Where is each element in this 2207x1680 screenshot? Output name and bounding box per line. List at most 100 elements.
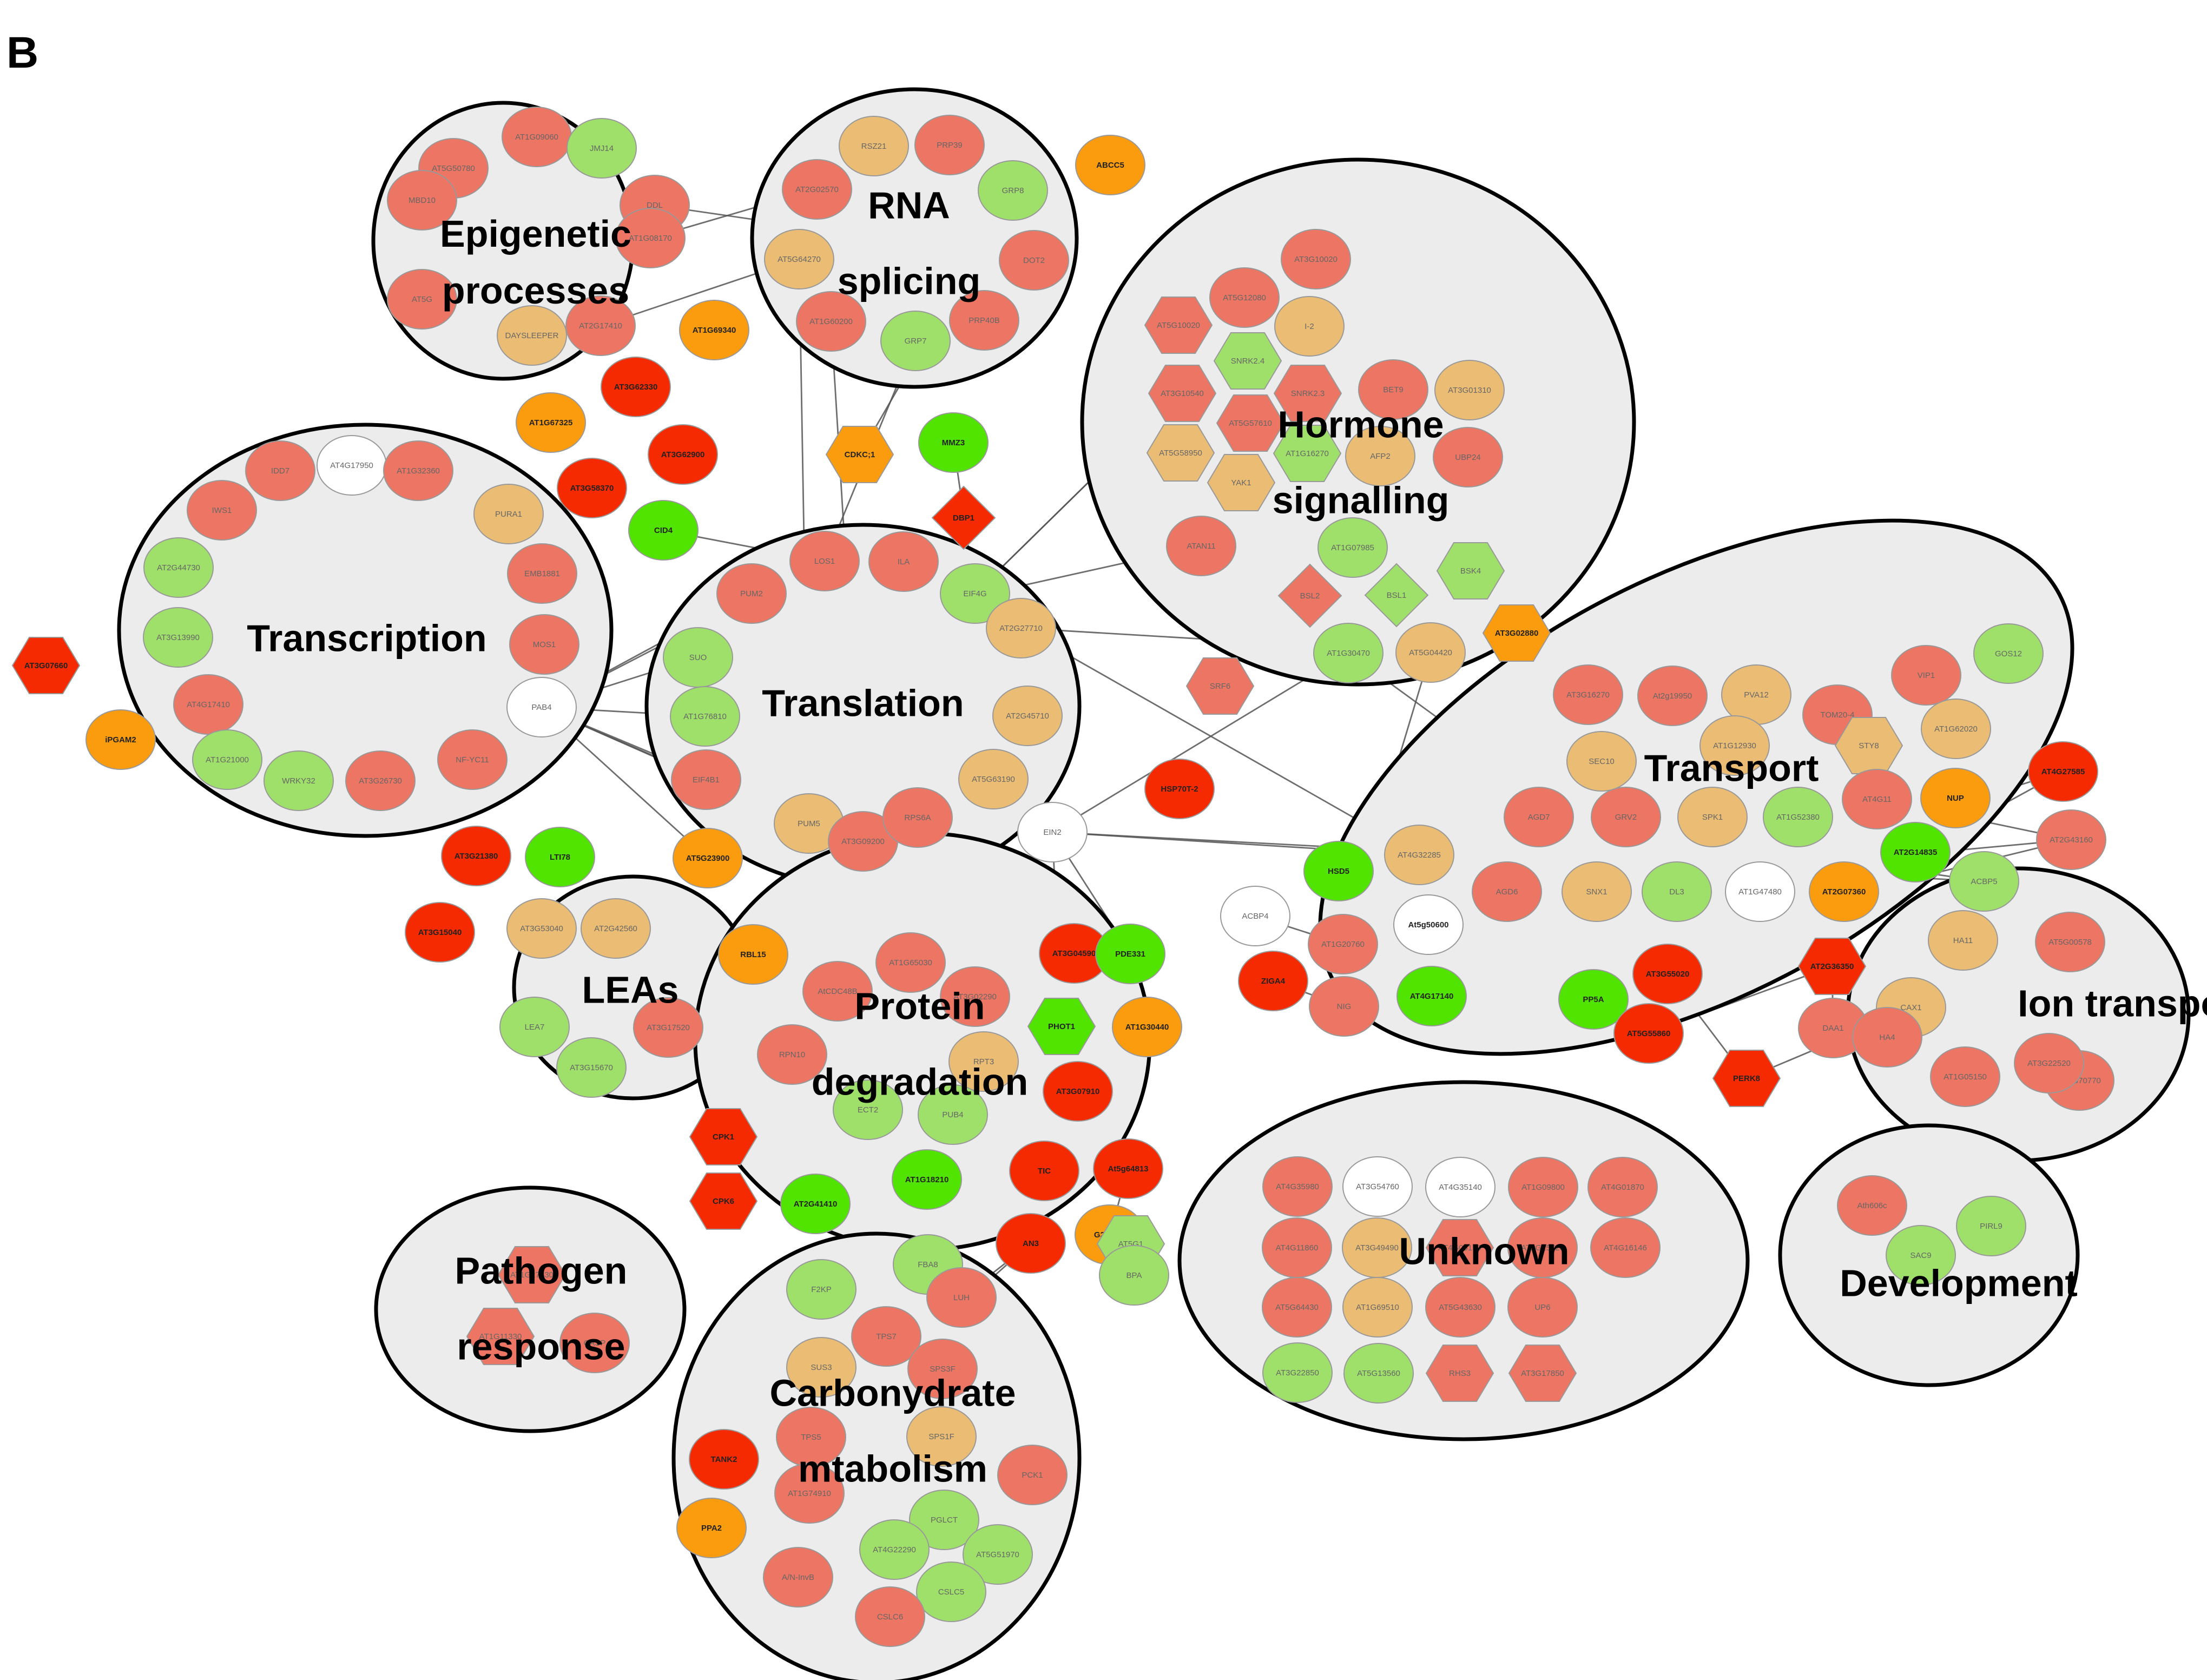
gene-label: AT1G08170 [629, 234, 672, 243]
gene-label: ZIGA4 [1261, 977, 1286, 986]
gene-node [789, 531, 860, 591]
gene-node [931, 485, 996, 550]
gene-label: CPK6 [713, 1197, 734, 1206]
gene-node [997, 1445, 1068, 1505]
gene-label: ACBP4 [1242, 912, 1268, 921]
gene-node [1273, 365, 1342, 422]
gene-node [1809, 861, 1879, 922]
gene-node [1017, 802, 1088, 862]
gene-label: ILA [898, 557, 910, 566]
gene-node [1921, 699, 1991, 759]
gene-node [1472, 861, 1542, 922]
gene-label: TPS7 [876, 1332, 897, 1341]
gene-label: AT5G13560 [1357, 1369, 1400, 1378]
gene-label: RPS6A [904, 813, 931, 822]
gene-label: AT2G17410 [579, 321, 622, 331]
gene-node [918, 412, 989, 473]
gene-label: HA11 [1953, 936, 1973, 945]
gene-node [565, 295, 636, 356]
gene-label: SPS1F [928, 1432, 954, 1441]
cluster-label-rna: RNA [868, 184, 950, 226]
gene-label: AT3G10540 [1161, 389, 1204, 398]
gene-label: AT4G11 [1862, 795, 1892, 804]
gene-node [1144, 759, 1215, 819]
gene-label: NUP [1947, 794, 1964, 803]
gene-label: AT4G27585 [2041, 767, 2085, 776]
gene-label: AT3G02290 [953, 992, 997, 1002]
gene-label: AGD6 [1496, 887, 1518, 897]
gene-label: PPA2 [701, 1524, 722, 1533]
gene-label: SPK1 [1702, 813, 1723, 822]
gene-label: RBL15 [740, 950, 766, 959]
gene-node [1886, 1225, 1956, 1286]
gene-node [1213, 332, 1282, 390]
gene-node [1763, 787, 1833, 847]
gene-label: SUS3 [811, 1363, 832, 1372]
gene-label: AT1G11330 [479, 1332, 522, 1341]
gene-node [1209, 267, 1280, 328]
gene-node [1384, 825, 1454, 885]
gene-node [786, 1337, 857, 1398]
gene-label: PP5A [1583, 995, 1604, 1004]
gene-node [859, 1519, 930, 1580]
gene-label: DBP1 [953, 513, 974, 523]
gene-label: At2g19950 [1653, 691, 1692, 701]
gene-node [1262, 1277, 1332, 1338]
gene-node [1587, 1157, 1658, 1217]
gene-node [996, 1213, 1066, 1274]
gene-label: AT4G16146 [1604, 1243, 1647, 1253]
gene-label: BSL1 [1387, 591, 1407, 600]
gene-node [763, 1547, 833, 1607]
gene-label: AT1G69340 [693, 326, 736, 335]
gene-label: AT4G35980 [1276, 1182, 1319, 1191]
gene-label: AT5G64270 [778, 255, 821, 264]
gene-label: ACBP5 [1971, 877, 1997, 886]
gene-label: CSLC5 [938, 1587, 964, 1597]
gene-label: AT4G17410 [187, 700, 230, 709]
gene-label: AT3G13990 [156, 633, 200, 642]
gene-node [497, 305, 567, 366]
cluster-label-hormone: Hormone [1277, 403, 1444, 445]
gene-node [506, 677, 577, 737]
gene-node [1144, 297, 1213, 354]
gene-node [2036, 809, 2106, 870]
gene-label: AT3G54760 [1356, 1182, 1399, 1191]
gene-node [1712, 1050, 1781, 1107]
gene-node [875, 932, 946, 993]
gene-label: IDD7 [271, 466, 289, 476]
gene-label: DAYSLEEPER [505, 331, 559, 340]
gene-label: AFP2 [1370, 452, 1391, 461]
cluster-label-transport: Transport [1644, 747, 1819, 789]
gene-label: PGLCT [931, 1516, 958, 1525]
gene-label: AT1G32360 [397, 466, 440, 476]
gene-node [1313, 623, 1384, 683]
gene-node [918, 1084, 988, 1145]
gene-node [1434, 360, 1505, 420]
gene-label: RPT3 [973, 1057, 994, 1066]
gene-node [387, 269, 457, 330]
gene-node [718, 924, 788, 985]
gene-label: AT5G [412, 295, 432, 304]
gene-node [1238, 951, 1308, 1011]
gene-label: SUO [689, 653, 707, 662]
gene-label: GRP7 [905, 337, 927, 346]
gene-node [1343, 1343, 1414, 1404]
gene-label: AT1G27430 [510, 1270, 554, 1280]
gene-node [1837, 1175, 1907, 1236]
gene-node [525, 827, 595, 887]
gene-node [1834, 717, 1903, 774]
gene-node [1308, 914, 1378, 974]
gene-node [949, 290, 1019, 351]
gene-label: MBD10 [409, 196, 436, 205]
gene-label: AT2G27710 [999, 624, 1043, 633]
gene-label: AT2G44730 [157, 563, 200, 572]
gene-node [689, 1172, 758, 1230]
gene-node [764, 229, 834, 289]
gene-node [673, 828, 743, 888]
gene-node [948, 1031, 1019, 1092]
gene-node [615, 208, 686, 268]
gene-label: SNX1 [1586, 887, 1607, 897]
gene-label: AT3G22850 [1276, 1368, 1319, 1378]
gene-node [383, 440, 453, 501]
